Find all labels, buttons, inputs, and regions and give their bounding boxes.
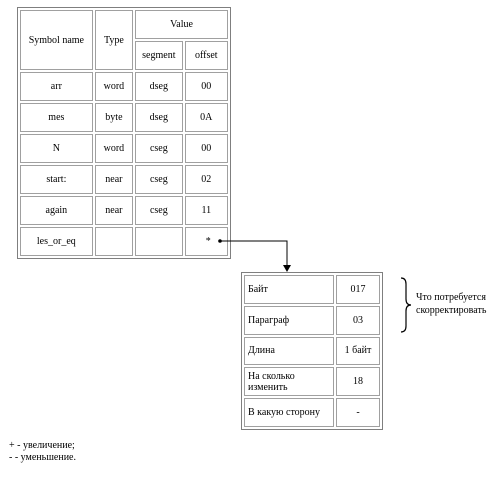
symbol-name-cell: les_or_eq bbox=[20, 227, 93, 256]
detail-value: 18 bbox=[336, 367, 380, 397]
type-cell: word bbox=[94, 72, 134, 101]
table-row: start: near cseg 02 bbox=[20, 165, 228, 194]
type-cell: near bbox=[94, 165, 134, 194]
legend: + - увеличение; - - уменьшение. bbox=[9, 440, 76, 464]
table-row: N word cseg 00 bbox=[20, 134, 228, 163]
brace-note-line-1: Что потребуется bbox=[416, 292, 486, 303]
offset-cell: 00 bbox=[184, 72, 228, 101]
legend-minus: - - уменьшение. bbox=[9, 452, 76, 463]
type-cell bbox=[94, 227, 134, 256]
table-row: На сколько изменить 18 bbox=[244, 367, 380, 397]
table-row: Байт 017 bbox=[244, 275, 380, 304]
brace-note-line-2: скорректировать bbox=[416, 305, 487, 316]
table-row: Длина 1 байт bbox=[244, 336, 380, 366]
legend-plus: + - увеличение; bbox=[9, 440, 75, 451]
segment-cell: cseg bbox=[135, 134, 183, 163]
detail-label: Байт bbox=[244, 275, 334, 304]
offset-cell: 11 bbox=[184, 196, 228, 225]
detail-value: 03 bbox=[336, 305, 380, 335]
offset-cell: 0A bbox=[184, 103, 228, 132]
header-symbol-name: Symbol name bbox=[20, 10, 93, 70]
table-row: Параграф 03 bbox=[244, 305, 380, 335]
fixup-detail-table: Байт 017 Параграф 03 Длина 1 байт На ско… bbox=[241, 272, 383, 430]
segment-cell: cseg bbox=[135, 196, 183, 225]
detail-label: Параграф bbox=[244, 305, 334, 335]
segment-cell: dseg bbox=[135, 103, 183, 132]
symbol-table: Symbol name Type Value segment offset ar… bbox=[17, 7, 231, 259]
pointer-line bbox=[221, 240, 288, 266]
pointer-start-dot bbox=[218, 239, 222, 243]
header-value: Value bbox=[135, 10, 228, 39]
pointer-arrowhead bbox=[283, 265, 291, 272]
symbol-name-cell: start: bbox=[20, 165, 93, 194]
segment-cell: dseg bbox=[135, 72, 183, 101]
segment-cell: cseg bbox=[135, 165, 183, 194]
header-offset: offset bbox=[184, 41, 228, 70]
type-cell: near bbox=[94, 196, 134, 225]
offset-cell: 02 bbox=[184, 165, 228, 194]
header-segment: segment bbox=[135, 41, 183, 70]
brace-note: Что потребуется скорректировать bbox=[416, 291, 500, 317]
detail-label: На сколько изменить bbox=[244, 367, 334, 397]
symbol-name-cell: N bbox=[20, 134, 93, 163]
detail-label: В какую сторону bbox=[244, 398, 334, 427]
header-type: Type bbox=[94, 10, 134, 70]
table-row: mes byte dseg 0A bbox=[20, 103, 228, 132]
symbol-name-cell: again bbox=[20, 196, 93, 225]
table-row: les_or_eq * bbox=[20, 227, 228, 256]
curly-brace bbox=[400, 277, 412, 333]
symbol-name-cell: mes bbox=[20, 103, 93, 132]
type-cell: word bbox=[94, 134, 134, 163]
detail-value: 017 bbox=[336, 275, 380, 304]
table-row: arr word dseg 00 bbox=[20, 72, 228, 101]
detail-label: Длина bbox=[244, 336, 334, 366]
detail-value: - bbox=[336, 398, 380, 427]
type-cell: byte bbox=[94, 103, 134, 132]
symbol-name-cell: arr bbox=[20, 72, 93, 101]
offset-cell: 00 bbox=[184, 134, 228, 163]
segment-cell bbox=[135, 227, 183, 256]
table-row: again near cseg 11 bbox=[20, 196, 228, 225]
detail-value: 1 байт bbox=[336, 336, 380, 366]
unresolved-marker: * bbox=[205, 236, 211, 247]
table-row: В какую сторону - bbox=[244, 398, 380, 427]
